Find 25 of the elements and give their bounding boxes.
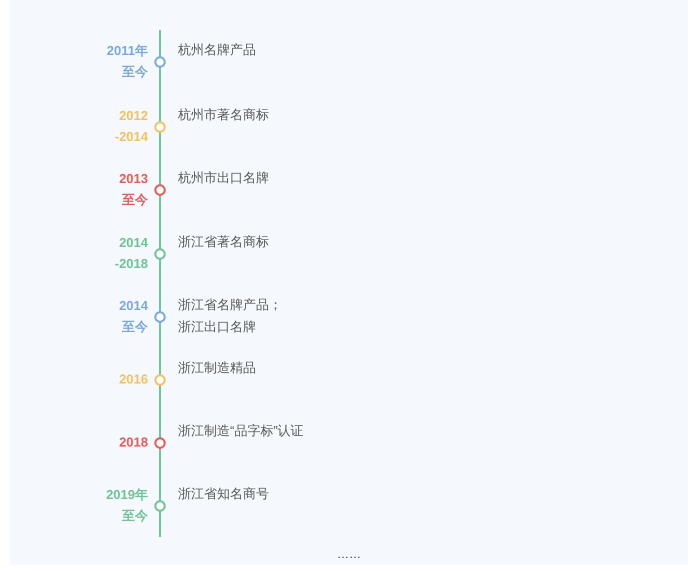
event-text: 浙江省知名商号	[178, 485, 269, 503]
date-label: 2013 至今	[118, 170, 148, 209]
date-label: 2014 至今	[118, 297, 148, 336]
event-text: 杭州市出口名牌	[178, 169, 269, 187]
timeline-marker	[154, 500, 166, 512]
ellipsis-note: ……	[337, 547, 361, 561]
timeline-marker	[154, 56, 166, 68]
event-text: 杭州市著名商标	[178, 106, 269, 124]
timeline-marker	[154, 248, 166, 260]
date-label: 2016	[118, 370, 148, 388]
event-text: 浙江制造精品	[178, 359, 256, 377]
date-label: 2014 -2018	[114, 234, 148, 273]
timeline-marker	[154, 437, 166, 449]
event-text: 杭州名牌产品	[178, 41, 256, 59]
timeline-marker	[154, 184, 166, 196]
event-text: 浙江省著名商标	[178, 233, 269, 251]
timeline-marker	[154, 374, 166, 386]
date-label: 2018	[118, 434, 148, 452]
date-label: 2012 -2014	[114, 107, 148, 146]
event-text: 浙江制造“品字标”认证	[178, 422, 304, 440]
date-label: 2019年至今	[105, 486, 148, 525]
event-text: 浙江省名牌产品；浙江出口名牌	[178, 296, 283, 336]
date-label: 2011年至今	[106, 42, 148, 81]
timeline-marker	[154, 121, 166, 133]
timeline-marker	[154, 311, 166, 323]
